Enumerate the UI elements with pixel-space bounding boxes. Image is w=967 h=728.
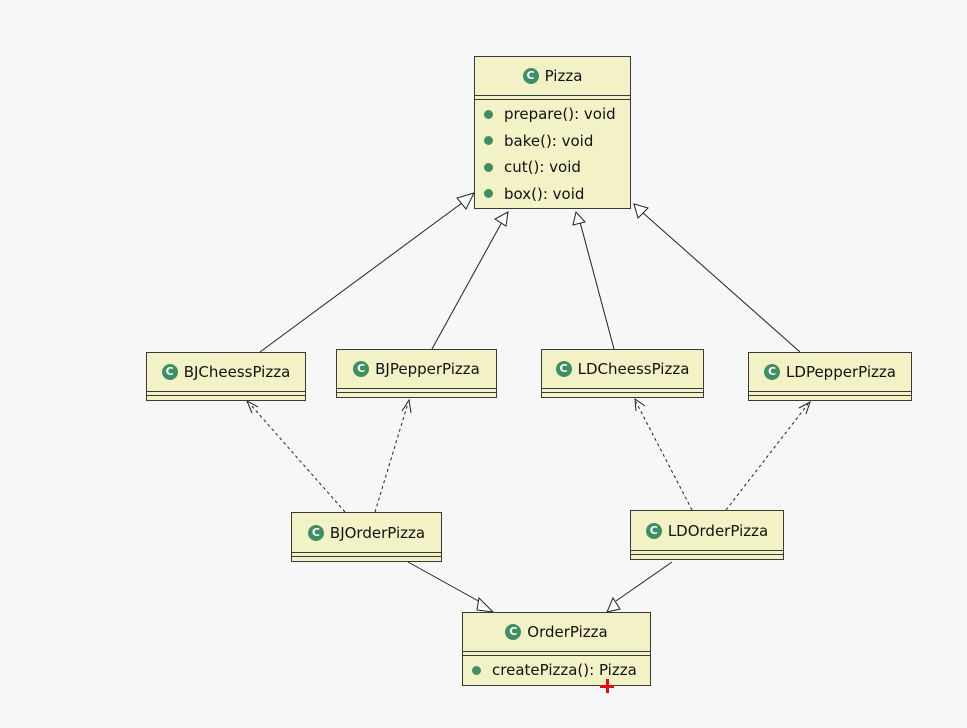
public-method-dot-icon: [484, 109, 493, 119]
class-name: BJOrderPizza: [329, 523, 426, 542]
class-name: LDPepperPizza: [786, 363, 896, 381]
link-ldpepper-to-pizza: [641, 211, 801, 353]
compartment-divider: [292, 552, 441, 553]
class-bjorderpizza[interactable]: C BJOrderPizza: [291, 512, 442, 562]
class-c-icon: C: [522, 68, 539, 84]
compartment-divider: [475, 99, 630, 100]
compartment-divider: [292, 556, 441, 557]
class-pizza[interactable]: C Pizza prepare(): void bake(): void cut…: [474, 56, 631, 209]
compartment-divider: [337, 388, 496, 389]
crosshair-plus-icon: [600, 679, 614, 693]
method-item[interactable]: cut(): void: [475, 154, 630, 181]
public-method-dot-icon: [484, 189, 493, 199]
class-c-icon: C: [307, 524, 324, 541]
compartment-divider: [542, 392, 703, 393]
method-item[interactable]: box(): void: [475, 181, 630, 208]
class-header: C BJOrderPizza: [292, 513, 441, 552]
link-ldorder-to-ldpepper: [725, 403, 809, 511]
class-c-icon: C: [353, 361, 370, 377]
dependency-arrowhead: [401, 398, 412, 414]
compartment-divider: [147, 391, 305, 392]
link-bjcheess-to-pizza: [259, 199, 467, 353]
public-method-dot-icon: [472, 665, 481, 675]
class-header: C Pizza: [475, 57, 630, 95]
link-bjorder-to-order: [407, 561, 483, 604]
method-item[interactable]: bake(): void: [475, 128, 630, 155]
class-c-icon: C: [505, 624, 522, 640]
generalization-arrowhead: [606, 596, 621, 613]
compartment-divider: [749, 391, 911, 392]
method-list: prepare(): void bake(): void cut(): void…: [475, 101, 630, 207]
public-method-dot-icon: [484, 136, 493, 146]
class-bjcheesspizza[interactable]: C BJCheessPizza: [146, 352, 306, 401]
class-header: C BJCheessPizza: [147, 353, 305, 391]
compartment-divider: [631, 550, 783, 551]
class-header: C LDOrderPizza: [631, 511, 783, 550]
link-ldcheess-to-pizza: [579, 221, 615, 350]
generalization-arrowhead: [476, 596, 495, 613]
class-header: C LDCheessPizza: [542, 350, 703, 388]
link-bjorder-to-bjpepper: [374, 402, 409, 513]
class-orderpizza[interactable]: C OrderPizza createPizza(): Pizza: [462, 612, 651, 686]
class-bjpepperpizza[interactable]: C BJPepperPizza: [336, 349, 497, 398]
link-ldorder-to-order: [615, 561, 673, 602]
dependency-arrowhead: [634, 397, 646, 412]
compartment-divider: [631, 554, 783, 555]
public-method-dot-icon: [484, 162, 493, 172]
link-bjpepper-to-pizza: [431, 221, 503, 350]
class-c-icon: C: [161, 364, 178, 380]
method-signature: prepare(): void: [504, 105, 616, 124]
class-name: LDOrderPizza: [667, 521, 769, 540]
class-c-icon: C: [764, 364, 781, 380]
class-ldorderpizza[interactable]: C LDOrderPizza: [630, 510, 784, 560]
compartment-divider: [463, 655, 650, 656]
generalization-arrowhead: [572, 210, 586, 226]
generalization-arrowhead: [456, 192, 475, 210]
generalization-arrowhead: [633, 203, 649, 219]
compartment-divider: [463, 651, 650, 652]
class-header: C OrderPizza: [463, 613, 650, 651]
method-item[interactable]: createPizza(): Pizza: [463, 657, 650, 684]
class-name: BJCheessPizza: [183, 363, 291, 381]
class-name: BJPepperPizza: [375, 360, 480, 378]
compartment-divider: [542, 388, 703, 389]
class-ldcheesspizza[interactable]: C LDCheessPizza: [541, 349, 704, 398]
class-ldpepperpizza[interactable]: C LDPepperPizza: [748, 352, 912, 401]
class-name: Pizza: [544, 67, 583, 85]
class-name: OrderPizza: [527, 623, 608, 641]
link-bjorder-to-bjcheess: [249, 403, 346, 513]
class-c-icon: C: [645, 522, 662, 539]
compartment-divider: [147, 395, 305, 396]
class-name: LDCheessPizza: [577, 360, 690, 378]
class-c-icon: C: [555, 361, 572, 377]
compartment-divider: [337, 392, 496, 393]
class-header: C LDPepperPizza: [749, 353, 911, 391]
method-signature: box(): void: [504, 184, 585, 203]
method-signature: cut(): void: [504, 158, 581, 177]
class-header: C BJPepperPizza: [337, 350, 496, 388]
link-ldorder-to-ldcheess: [635, 401, 693, 511]
compartment-divider: [475, 95, 630, 96]
dependency-arrowhead: [245, 399, 259, 414]
generalization-arrowhead: [494, 211, 509, 227]
method-item[interactable]: prepare(): void: [475, 101, 630, 128]
compartment-divider: [749, 395, 911, 396]
dependency-arrowhead: [798, 400, 811, 415]
method-list: createPizza(): Pizza: [463, 657, 650, 684]
method-signature: bake(): void: [504, 131, 594, 150]
method-signature: createPizza(): Pizza: [492, 661, 637, 680]
